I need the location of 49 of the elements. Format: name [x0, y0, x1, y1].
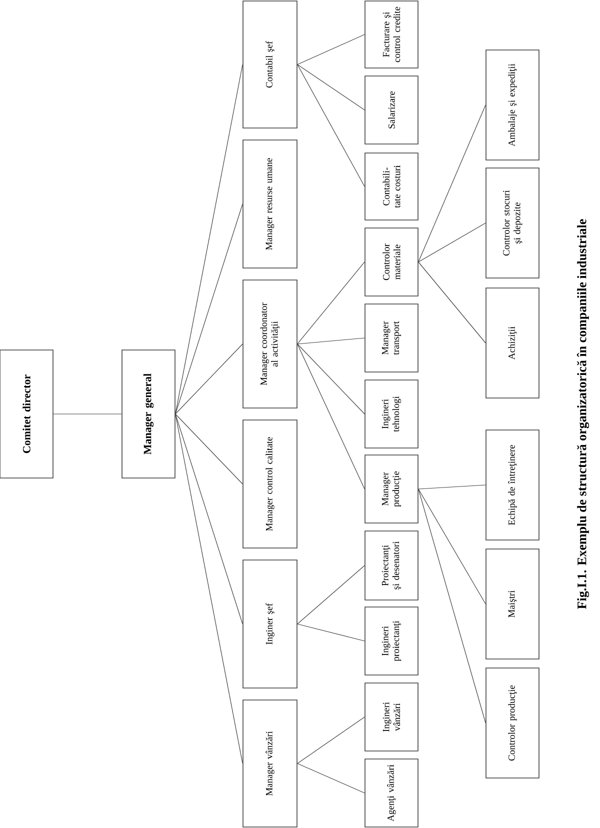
org-box: Comitet director [0, 350, 54, 478]
org-box: Manager resurse umane [242, 140, 298, 268]
connector-line [175, 64, 243, 414]
connector-line [297, 262, 365, 344]
connector-line [175, 414, 243, 484]
org-box: Achiziţii [486, 288, 540, 398]
connector-line [418, 262, 486, 344]
org-box: Salarizare [364, 76, 418, 144]
org-box: Controlor materiale [364, 228, 418, 296]
connector-line [418, 484, 486, 490]
connector-line [418, 104, 486, 262]
org-box: Contabil şef [242, 0, 298, 128]
org-box: Manager general [122, 350, 176, 478]
org-box: Inginer şef [242, 560, 298, 688]
connector-line [297, 763, 365, 794]
connector-line [175, 414, 243, 764]
connector-line [297, 338, 365, 344]
org-box: Agenţi vânzări [364, 758, 418, 828]
connector-line [297, 344, 365, 490]
figure-caption: Fig.I.1. Exemplu de structură organizatorică în companiile industriale [576, 219, 589, 609]
connector-line [175, 414, 243, 624]
connector-line [297, 344, 365, 414]
org-box: Facturare şi control credite [364, 0, 418, 68]
org-box: Manager control calitate [242, 420, 298, 548]
org-box: Ingineri tehnologi [364, 380, 418, 448]
org-box: Ingineri vânzări [364, 682, 418, 752]
connector-line [418, 488, 486, 724]
connector-line [297, 716, 365, 764]
connector-line [297, 64, 365, 110]
org-box: Manager coordonator al activităţii [242, 280, 298, 408]
org-box: Echipă de întreţinere [486, 430, 540, 540]
org-box: Contabili- tate costuri [364, 152, 418, 220]
connector-line [418, 488, 486, 604]
connector-line [175, 204, 243, 414]
org-box: Manager vânzări [242, 700, 298, 828]
connector-line [175, 344, 243, 414]
org-box: Controlor producţie [486, 668, 540, 778]
connector-line [297, 64, 365, 187]
org-box: Manager transport [364, 304, 418, 372]
org-box: Manager producţie [364, 454, 418, 524]
org-box: Ambalaje şi expediţii [486, 50, 540, 160]
org-box: Ingineri proiectanţi [364, 606, 418, 676]
connector-line [297, 565, 365, 624]
org-box: Controlor stocuri şi depozite [486, 168, 540, 278]
connector-line [297, 624, 365, 642]
org-box: Proiectanţi şi desenatori [364, 530, 418, 600]
connector-line [297, 34, 365, 65]
connector-line [418, 222, 486, 262]
org-box: Maiştri [486, 548, 540, 660]
